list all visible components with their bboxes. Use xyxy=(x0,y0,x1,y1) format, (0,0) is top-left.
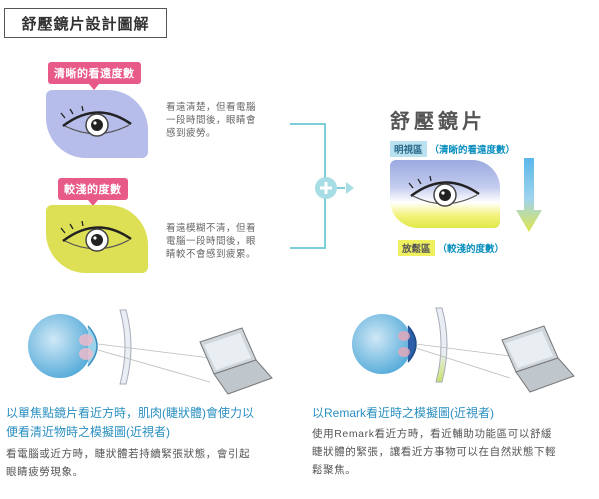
eyeball-icon xyxy=(352,314,417,374)
illustration-single-vision xyxy=(28,309,273,395)
caption-single-vision-body: 看電腦或近方時，睫狀體若持續緊張狀態，會引起 眼睛疲勞現象。 xyxy=(6,448,251,478)
comfort-lens-gradient xyxy=(390,160,500,228)
caption-remark-body: 使用Remark看近方時，看近輔助功能區可以舒緩 睫狀體的緊張，讓看近方事物可以… xyxy=(312,428,557,476)
caption-remark-heading: 以Remark看近時之模擬圖(近視者) xyxy=(312,406,494,420)
eye-icon xyxy=(60,106,132,137)
lens-clear-distance xyxy=(46,90,148,158)
lens-icon xyxy=(119,309,132,385)
eyeball-icon xyxy=(28,314,98,378)
illustration-remark xyxy=(352,307,575,393)
eye-icon xyxy=(408,176,480,207)
clear-zone-tag: 明視區 xyxy=(390,141,427,157)
eye-icon xyxy=(60,221,132,252)
clear-zone-label: 明視區（清晰的看遠度數） xyxy=(390,141,515,157)
caption-single-vision-heading: 以單焦點鏡片看近方時，肌肉(睫狀體)會使力以 便看清近物時之模擬圖(近視者) xyxy=(6,406,254,439)
sight-line xyxy=(415,343,511,379)
lens-icon xyxy=(435,307,448,383)
desc-clear-distance: 看遠清楚，但看電腦 一段時間後，眼睛會 感到疲勞。 xyxy=(166,102,257,139)
page-title: 舒壓鏡片設計圖解 xyxy=(4,8,167,38)
arrow-right-icon xyxy=(346,182,354,194)
connector-diagram xyxy=(290,123,354,249)
plus-icon xyxy=(320,182,332,194)
arrow-down-icon xyxy=(516,158,542,232)
tag-clear-distance: 清晰的看遠度數 xyxy=(48,62,141,90)
relax-zone-tag: 放鬆區 xyxy=(398,240,435,256)
lens-lighter-power xyxy=(46,205,148,273)
laptop-icon xyxy=(199,327,273,395)
tag-lighter-power: 較淺的度數 xyxy=(58,178,128,206)
desc-lighter-power: 看遠模糊不清，但看 電腦一段時間後，眼 睛較不會感到疲累。 xyxy=(166,223,257,260)
comfort-lens-title: 舒壓鏡片 xyxy=(390,111,486,133)
laptop-icon xyxy=(501,325,575,393)
relax-zone-label: 放鬆區（較淺的度數） xyxy=(398,240,504,256)
sight-line xyxy=(97,343,211,383)
